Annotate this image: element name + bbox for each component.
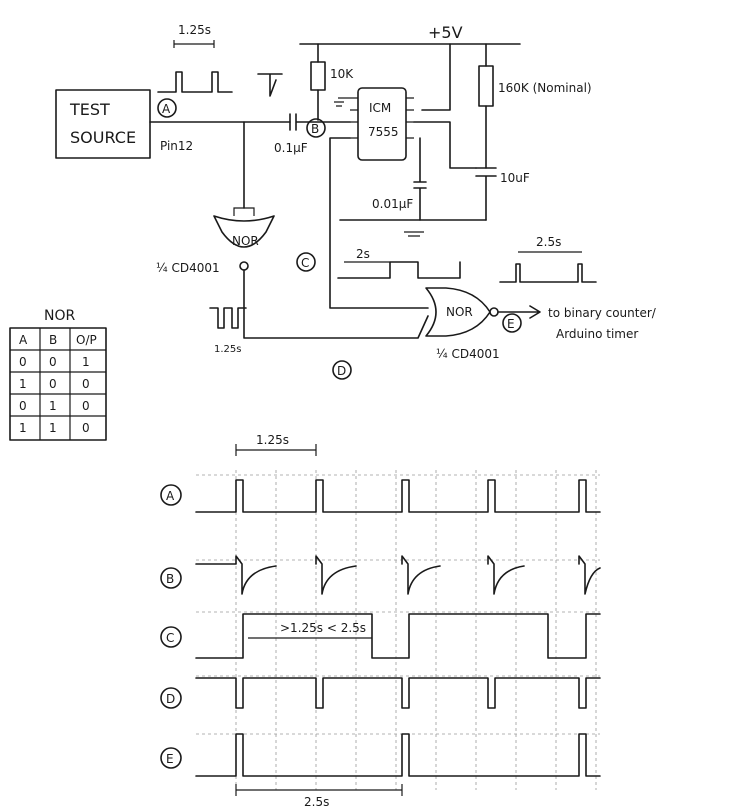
svg-text:A: A bbox=[19, 333, 28, 347]
svg-text:0: 0 bbox=[19, 355, 27, 369]
test-source-box bbox=[55, 89, 151, 159]
node-c-label: C bbox=[301, 256, 309, 270]
node-b-label: B bbox=[311, 122, 319, 136]
nor-gate-2 bbox=[425, 287, 491, 337]
svg-text:0: 0 bbox=[82, 377, 90, 391]
gate2-part: ¼ CD4001 bbox=[436, 347, 500, 361]
svg-text:0: 0 bbox=[82, 399, 90, 413]
timing-grid bbox=[196, 470, 600, 790]
period-d-label: 1.25s bbox=[214, 344, 241, 355]
test-source-label-1: TEST bbox=[69, 100, 110, 119]
dimension-arrow bbox=[173, 40, 215, 48]
input-capacitor bbox=[289, 113, 351, 131]
gate-inputs bbox=[233, 207, 255, 216]
row-marker-d bbox=[160, 687, 182, 709]
row-marker-e bbox=[160, 747, 182, 769]
output-note-1: to binary counter/ bbox=[548, 306, 657, 320]
timing-top-period: 1.25s bbox=[256, 433, 289, 447]
svg-text:1: 1 bbox=[49, 421, 57, 435]
gate1-label: NOR bbox=[232, 234, 259, 248]
spike-waveform bbox=[257, 73, 283, 97]
ic-label-2: 7555 bbox=[368, 125, 399, 139]
output-arrow bbox=[497, 305, 541, 319]
svg-text:0: 0 bbox=[49, 355, 57, 369]
timing-bottom-period: 2.5s bbox=[304, 795, 329, 809]
svg-text:1: 1 bbox=[82, 355, 90, 369]
timing-capacitor bbox=[475, 167, 497, 221]
nor-gate-1 bbox=[213, 215, 275, 248]
wire bbox=[413, 121, 477, 169]
svg-text:1: 1 bbox=[19, 377, 27, 391]
waveform-a bbox=[195, 479, 601, 513]
node-marker-d bbox=[332, 360, 352, 380]
pulse-waveform-a bbox=[157, 71, 233, 93]
output-note-2: Arduino timer bbox=[556, 327, 638, 341]
period-e-label: 2.5s bbox=[536, 235, 561, 249]
dimension-arrow bbox=[235, 444, 317, 456]
c-ctrl-label: 0.01μF bbox=[372, 197, 413, 211]
ic-label-1: ICM bbox=[369, 101, 391, 115]
ic-7555 bbox=[357, 87, 407, 161]
node-marker-e bbox=[502, 313, 522, 333]
svg-text:B: B bbox=[49, 333, 57, 347]
row-label-b: B bbox=[166, 572, 174, 586]
waveform-b bbox=[195, 555, 601, 595]
node-marker-a bbox=[157, 98, 177, 118]
waveform-e bbox=[195, 733, 601, 777]
row-label-d: D bbox=[166, 692, 175, 706]
truth-table-title: NOR bbox=[44, 308, 75, 324]
pin-label: Pin12 bbox=[160, 139, 193, 153]
row-label-a: A bbox=[166, 489, 175, 503]
r-top-label: 10K bbox=[330, 67, 354, 81]
resistor-160k bbox=[478, 65, 494, 107]
svg-text:1: 1 bbox=[19, 421, 27, 435]
nor-bubble bbox=[489, 307, 499, 317]
control-capacitor bbox=[413, 137, 427, 221]
c-input-label: 0.1μF bbox=[274, 141, 308, 155]
pulse-waveform-c bbox=[337, 261, 461, 279]
node-marker-b bbox=[306, 118, 326, 138]
ground-icon bbox=[334, 97, 350, 107]
supply-label: +5V bbox=[428, 23, 463, 42]
node-marker-c bbox=[296, 252, 316, 272]
waveform-d bbox=[195, 677, 601, 709]
period-a-label: 1.25s bbox=[178, 23, 211, 37]
row-label-e: E bbox=[166, 752, 174, 766]
svg-text:0: 0 bbox=[19, 399, 27, 413]
ground-icon bbox=[404, 231, 424, 237]
svg-text:0: 0 bbox=[82, 421, 90, 435]
resistor-10k bbox=[310, 61, 326, 91]
svg-text:O/P: O/P bbox=[76, 333, 97, 347]
nor-bubble bbox=[239, 261, 249, 271]
row-marker-a bbox=[160, 484, 182, 506]
waveform-c bbox=[195, 613, 601, 659]
c-timing-label: 10uF bbox=[500, 171, 530, 185]
gate1-part: ¼ CD4001 bbox=[156, 261, 220, 275]
wire-d bbox=[243, 269, 429, 339]
row-marker-c bbox=[160, 626, 182, 648]
gate2-label: NOR bbox=[446, 305, 473, 319]
c-annotation: >1.25s < 2.5s bbox=[280, 621, 366, 635]
pulse-c-label: 2s bbox=[356, 247, 370, 261]
ic-pins bbox=[350, 97, 414, 139]
dimension-arrow bbox=[235, 784, 403, 796]
truth-table: A B O/P 0 0 1 1 0 0 0 1 0 1 1 0 bbox=[9, 327, 107, 441]
wire bbox=[421, 43, 451, 111]
svg-text:1: 1 bbox=[49, 399, 57, 413]
node-e-label: E bbox=[507, 317, 515, 331]
wire-c bbox=[329, 137, 429, 309]
row-marker-b bbox=[160, 567, 182, 589]
test-source-label-2: SOURCE bbox=[70, 128, 136, 147]
r-timing-label: 160K (Nominal) bbox=[498, 81, 592, 95]
row-label-c: C bbox=[166, 631, 174, 645]
pulse-waveform-d bbox=[209, 307, 247, 329]
node-a-label: A bbox=[162, 102, 171, 116]
svg-text:0: 0 bbox=[49, 377, 57, 391]
pulse-waveform-e bbox=[499, 263, 597, 283]
node-d-label: D bbox=[337, 364, 346, 378]
